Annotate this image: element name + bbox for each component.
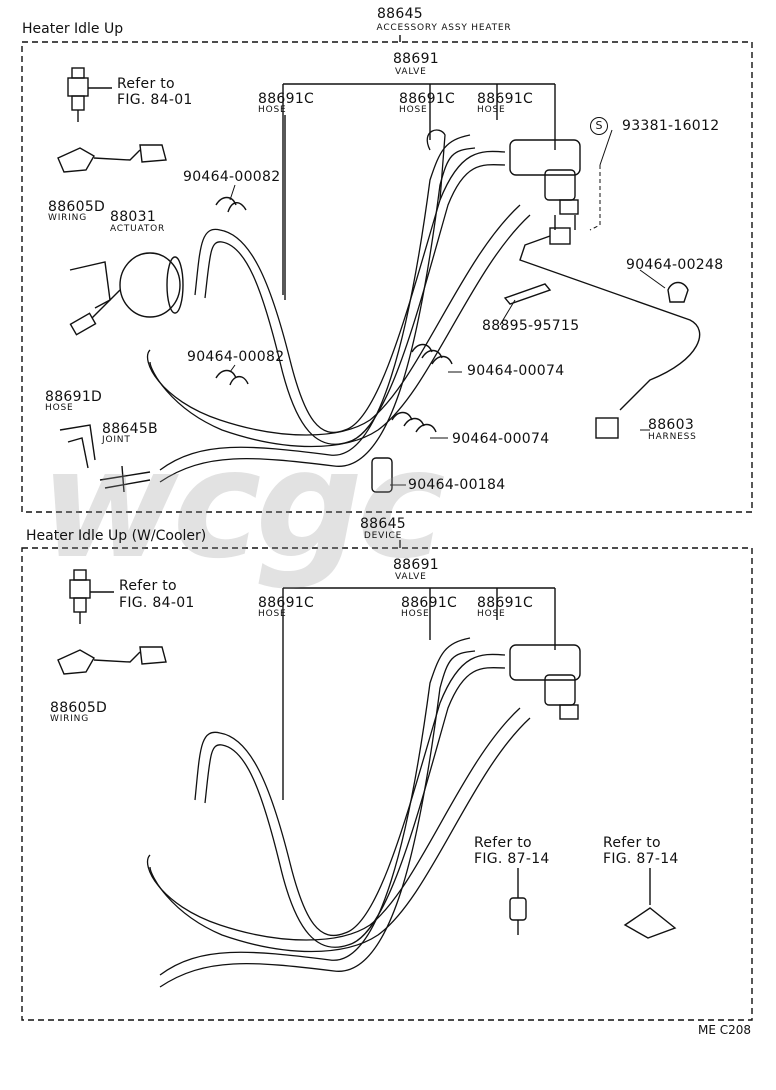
top-actuator-part-no: 88031: [110, 209, 157, 225]
bottom-wiring: [57, 646, 167, 675]
bottom-hose2-part-no: 88691C: [401, 595, 458, 611]
top-hoses: [146, 129, 531, 483]
bottom-refer3-line2: FIG. 87-14: [603, 851, 679, 867]
top-assy-name: ACCESSORY ASSY HEATER: [376, 23, 512, 33]
bottom-vsv-valve: [509, 644, 581, 720]
top-valve-name: VALVE: [395, 67, 427, 77]
top-vsv-valve: [509, 139, 581, 230]
top-valve-part-no: 88691: [392, 51, 440, 67]
bottom-refer-line1: Refer to: [119, 578, 177, 594]
top-panel-border: [21, 41, 753, 513]
top-hose-d: [59, 424, 96, 469]
bottom-hoses: [146, 637, 531, 988]
top-harness-part-no: 88603: [648, 417, 695, 433]
top-clamp-184: 90464-00184: [408, 477, 506, 493]
top-actuator: [69, 252, 184, 336]
top-assy-part-no: 88645: [376, 6, 424, 22]
top-clamp-248: 90464-00248: [626, 257, 724, 273]
bottom-valve-part-no: 88691: [392, 557, 440, 573]
top-refer-line1: Refer to: [117, 76, 175, 92]
bottom-refer2-line2: FIG. 87-14: [474, 851, 550, 867]
top-wiring-part-no: 88605D: [48, 199, 106, 215]
bottom-device-name: DEVICE: [363, 531, 403, 541]
top-actuator-name: ACTUATOR: [110, 224, 166, 234]
top-wiring: [57, 144, 167, 173]
figure-code: ME C208: [698, 1023, 752, 1037]
top-clamps: [215, 196, 689, 493]
top-joint: [99, 465, 151, 493]
top-section-title: Heater Idle Up: [22, 21, 124, 37]
top-bolt-symbol: S: [590, 117, 608, 135]
top-clamp-82-a: 90464-00082: [183, 169, 281, 185]
top-harness: [519, 227, 701, 439]
top-joint-name: JOINT: [102, 435, 131, 445]
bottom-refer3-line1: Refer to: [603, 835, 661, 851]
bottom-switch: [509, 868, 527, 935]
bottom-plate: [623, 868, 677, 939]
bottom-hose3-part-no: 88691C: [477, 595, 534, 611]
watermark: wcgc: [40, 418, 446, 592]
top-clamp-74-a: 90464-00074: [467, 363, 565, 379]
top-hose-d-name: HOSE: [45, 403, 74, 413]
top-wiring-name: WIRING: [48, 213, 87, 223]
top-refer-line2: FIG. 84-01: [117, 92, 193, 108]
bottom-hose3-name: HOSE: [477, 609, 506, 619]
top-hose2-part-no: 88691C: [399, 91, 456, 107]
top-bolt-part-no: 93381-16012: [622, 118, 720, 134]
bottom-wiring-name: WIRING: [50, 714, 89, 724]
bottom-panel-border: [21, 547, 753, 1021]
bottom-valve-name: VALVE: [395, 572, 427, 582]
bottom-temp-sensor: [69, 569, 114, 624]
top-hose3-name: HOSE: [477, 105, 506, 115]
top-hose2-name: HOSE: [399, 105, 428, 115]
top-hose-d-part-no: 88691D: [45, 389, 103, 405]
bottom-wiring-part-no: 88605D: [50, 700, 108, 716]
top-harness-name: HARNESS: [648, 432, 697, 442]
bottom-section-title: Heater Idle Up (W/Cooler): [26, 528, 207, 544]
top-temp-sensor: [67, 67, 112, 122]
top-clamp-82-b: 90464-00082: [187, 349, 285, 365]
top-hose1-part-no: 88691C: [258, 91, 315, 107]
top-hose3-part-no: 88691C: [477, 91, 534, 107]
bottom-hose1-part-no: 88691C: [258, 595, 315, 611]
bottom-device-part-no: 88645: [359, 516, 407, 532]
bottom-refer2-line1: Refer to: [474, 835, 532, 851]
top-label-part-no: 88895-95715: [482, 318, 580, 334]
bottom-hose1-name: HOSE: [258, 609, 287, 619]
bottom-hose2-name: HOSE: [401, 609, 430, 619]
bottom-refer-line2: FIG. 84-01: [119, 595, 195, 611]
top-label-plate: [503, 283, 552, 305]
top-joint-part-no: 88645B: [102, 421, 158, 437]
top-hose1-name: HOSE: [258, 105, 287, 115]
top-clamp-74-b: 90464-00074: [452, 431, 550, 447]
